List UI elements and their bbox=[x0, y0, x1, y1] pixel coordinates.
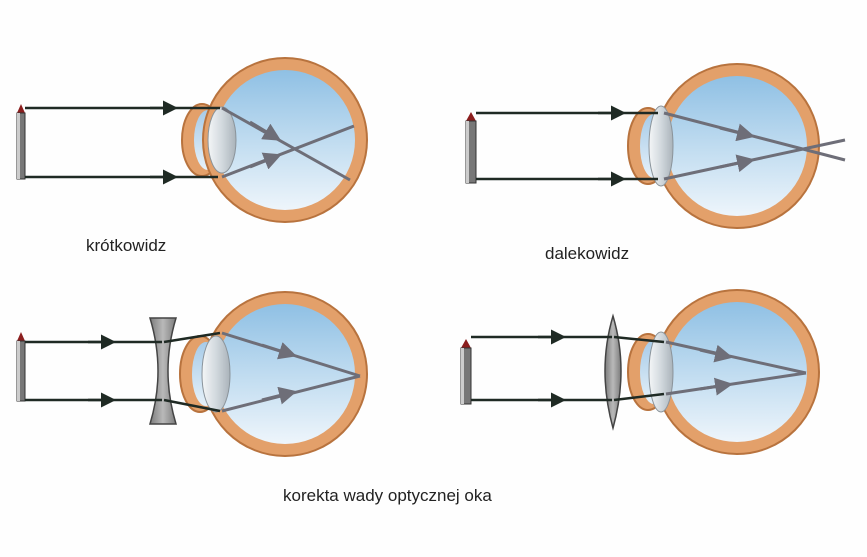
light-rays bbox=[25, 100, 355, 185]
panel-hyperopia-corrected bbox=[460, 289, 820, 455]
light-rays bbox=[25, 331, 361, 413]
eyeball bbox=[181, 57, 368, 223]
concave-corrective-lens bbox=[148, 317, 178, 425]
panel-myopia bbox=[16, 57, 368, 223]
object-pencil-icon bbox=[16, 104, 26, 180]
label-correction: korekta wady optycznej oka bbox=[283, 486, 492, 505]
object-pencil-icon bbox=[460, 339, 472, 405]
eyeball bbox=[627, 63, 820, 229]
panel-hyperopia bbox=[465, 63, 846, 229]
eyeball bbox=[179, 291, 368, 457]
object-pencil-icon bbox=[16, 332, 26, 402]
eyeball bbox=[627, 289, 820, 455]
light-rays bbox=[476, 105, 846, 187]
light-rays bbox=[471, 329, 807, 408]
convex-corrective-lens bbox=[604, 313, 622, 431]
panel-myopia-corrected bbox=[16, 291, 368, 457]
object-pencil-icon bbox=[465, 112, 477, 184]
label-myopia: krótkowidz bbox=[86, 236, 167, 255]
label-hyperopia: dalekowidz bbox=[545, 244, 630, 263]
